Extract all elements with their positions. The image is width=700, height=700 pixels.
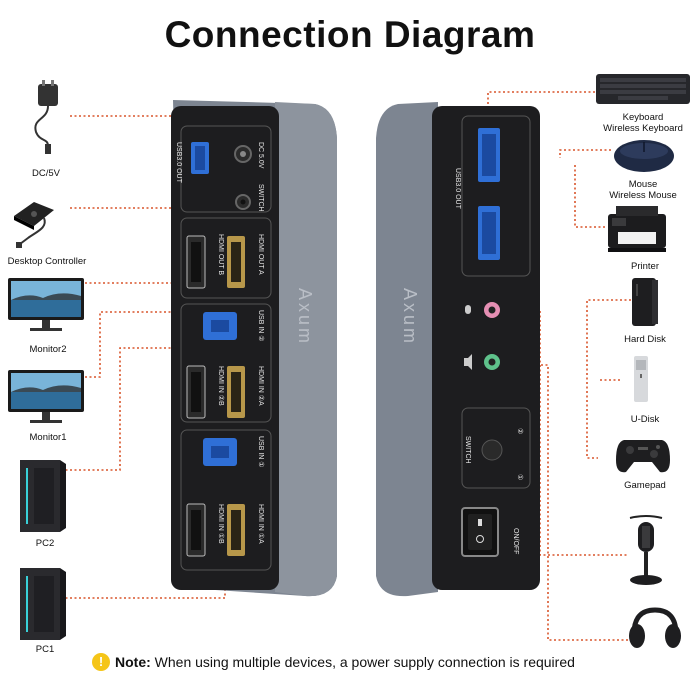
front-hdmi-out-a-label: HDMI OUT A <box>257 234 264 275</box>
front-hdmi-out-b-label: HDMI OUT B <box>217 234 224 275</box>
keyboard-icon <box>596 74 690 104</box>
front-dc-label: DC 5.0V <box>257 142 264 169</box>
monitor2-label: Monitor2 <box>29 344 67 355</box>
diagram-title: Connection Diagram <box>164 14 536 55</box>
dc-adapter-icon <box>34 80 58 154</box>
back-usb-out-label: USB3.0 OUT <box>454 168 461 210</box>
dc-label: DC/5V <box>32 168 60 179</box>
front-hdmi-in-1b-label: HDMI IN ①B <box>217 504 225 544</box>
monitor2-icon <box>8 278 84 331</box>
back-onoff-label: ON/OFF <box>512 528 519 554</box>
pc1-icon <box>20 568 66 640</box>
microphone-icon <box>629 515 663 585</box>
kvm-front-panel: USB3.0 OUT DC 5.0V SWITCH HDMI OUT A HDM… <box>171 100 337 597</box>
printer-label: Printer <box>631 261 659 272</box>
desktop-controller-icon <box>14 202 54 248</box>
monitor1-icon <box>8 370 84 423</box>
keyboard-label-line2: Wireless Keyboard <box>603 123 683 134</box>
u-disk-label: U-Disk <box>630 414 660 425</box>
front-hdmi-in-2a-label: HDMI IN ②A <box>257 366 265 406</box>
pc2-icon <box>20 460 66 532</box>
keyboard-label-line1: Keyboard <box>622 112 664 123</box>
printer-icon <box>608 206 666 252</box>
mouse-label-line2: Wireless Mouse <box>609 190 677 201</box>
mouse-label-line1: Mouse <box>628 179 658 190</box>
note-label: Note: <box>115 654 151 670</box>
hard-disk-icon <box>632 278 658 326</box>
kvm-back-panel: USB3.0 OUT SWITCH ② ① ON/OFF Axum <box>376 102 540 597</box>
mouse-icon <box>614 140 674 172</box>
pc2-label: PC2 <box>35 538 55 549</box>
front-usb-in-2-label: USB IN ② <box>257 310 265 342</box>
warning-icon: ! <box>92 653 110 671</box>
back-brand-logo: Axum <box>400 288 420 346</box>
back-switch-1-label: ① <box>516 474 524 480</box>
front-hdmi-in-1a-label: HDMI IN ①A <box>257 504 265 544</box>
back-switch-label: SWITCH <box>464 436 471 464</box>
front-switch-label: SWITCH <box>257 184 264 212</box>
front-hdmi-in-2b-label: HDMI IN ②B <box>217 366 225 406</box>
back-switch-2-label: ② <box>516 428 524 434</box>
u-disk-icon <box>634 356 648 402</box>
power-note: Note: When using multiple devices, a pow… <box>115 654 575 670</box>
front-brand-logo: Axum <box>295 288 315 346</box>
pc1-label: PC1 <box>35 644 55 655</box>
front-usb-in-1-label: USB IN ① <box>257 436 265 468</box>
note-text: When using multiple devices, a power sup… <box>150 654 575 670</box>
desktop-controller-label: Desktop Controller <box>7 256 87 267</box>
hard-disk-label: Hard Disk <box>624 334 666 345</box>
monitor1-label: Monitor1 <box>29 432 67 443</box>
gamepad-icon <box>616 440 670 473</box>
front-usb-out-label: USB3.0 OUT <box>175 142 182 184</box>
gamepad-label: Gamepad <box>624 480 666 491</box>
headphones-icon <box>629 607 681 648</box>
